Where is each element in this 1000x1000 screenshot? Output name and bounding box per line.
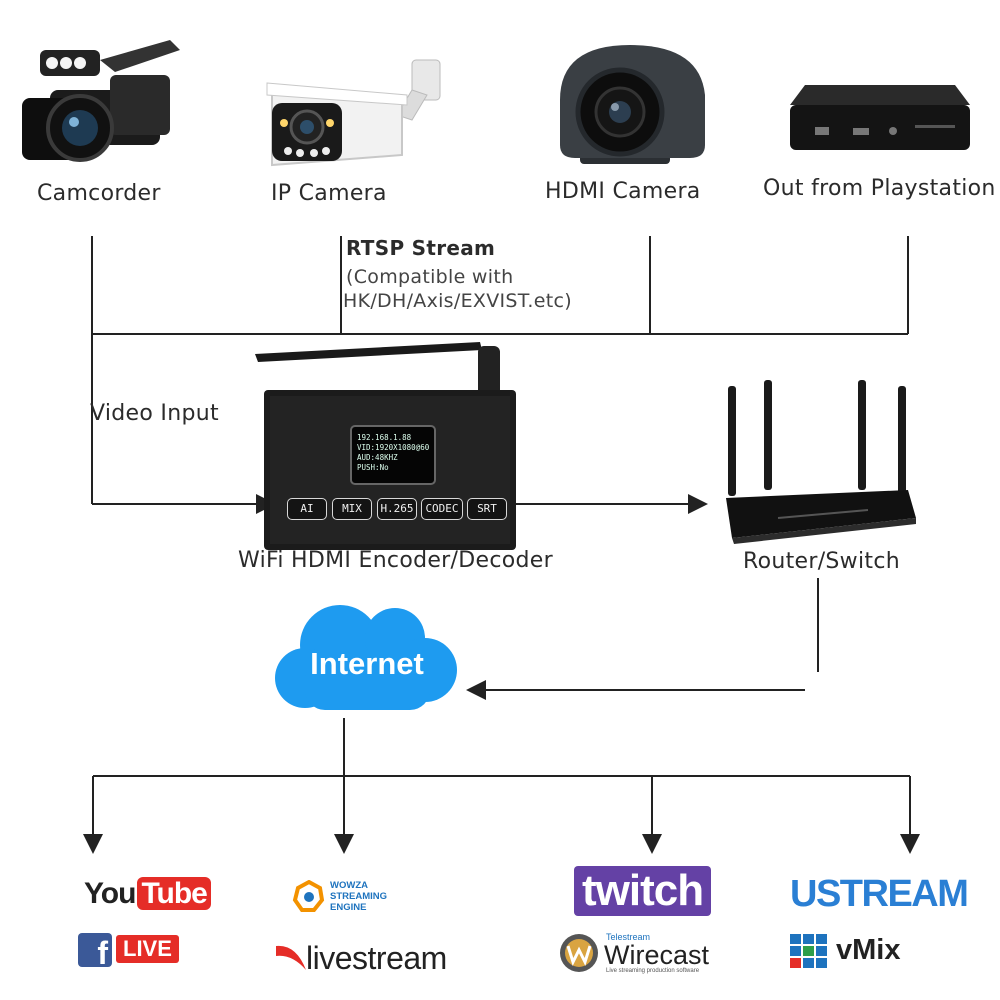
rtsp-compat-line2: HK/DH/Axis/EXVIST.etc) <box>343 290 572 312</box>
encoder-button-codec[interactable]: CODEC <box>421 498 463 520</box>
wirecast-logo: Wirecast <box>604 940 710 970</box>
oled-video: VID:1920X1080@60 <box>357 443 430 452</box>
wowza-icon <box>292 880 325 912</box>
facebook-icon: f <box>78 933 112 967</box>
encoder-label: WiFi HDMI Encoder/Decoder <box>238 548 553 573</box>
livestream-icon <box>276 945 306 970</box>
playstation-box-image <box>790 85 970 150</box>
wowza-text-3: ENGINE <box>330 902 367 913</box>
rtsp-compat-line1: (Compatible with <box>346 266 514 288</box>
vmix-icon <box>790 934 827 968</box>
internet-label: Internet <box>310 646 424 681</box>
encoder-oled-screen: 192.168.1.88 VID:1920X1080@60 AUD:48KHZ … <box>350 425 436 485</box>
wowza-text-1: WOWZA <box>330 880 368 891</box>
twitch-logo: twitch <box>574 866 712 916</box>
video-input-label: Video Input <box>90 401 219 426</box>
hdmi-camera-label: HDMI Camera <box>545 179 701 204</box>
ip-camera-image <box>266 59 441 167</box>
oled-push: PUSH:No <box>357 463 389 472</box>
wowza-logo-text: WOWZA STREAMING ENGINE <box>330 880 387 913</box>
router-label: Router/Switch <box>743 549 900 574</box>
oled-audio: AUD:48KHZ <box>357 453 398 462</box>
oled-ip: 192.168.1.88 <box>357 433 412 442</box>
wowza-text-2: STREAMING <box>330 891 387 902</box>
wirecast-brand: Telestream <box>606 932 651 942</box>
wirecast-tagline: Live streaming production software <box>606 968 700 974</box>
youtube-tube: Tube <box>137 877 211 910</box>
camcorder-label: Camcorder <box>37 181 161 206</box>
encoder-button-mix[interactable]: MIX <box>332 498 372 520</box>
camcorder-image <box>22 40 180 162</box>
internet-cloud-icon <box>275 605 457 710</box>
ustream-logo: USTREAM <box>790 873 969 915</box>
ip-camera-label: IP Camera <box>271 181 387 206</box>
youtube-you: You <box>84 877 136 910</box>
playstation-label: Out from Playstation <box>763 176 996 201</box>
hdmi-camera-image <box>560 45 705 164</box>
router-image <box>726 380 916 544</box>
livestream-logo: livestream <box>306 940 447 976</box>
encoder-button-ai[interactable]: AI <box>287 498 327 520</box>
vmix-logo: vMix <box>836 934 901 966</box>
facebook-live-badge: LIVE <box>116 935 179 963</box>
rtsp-title: RTSP Stream <box>346 236 496 260</box>
encoder-button-h265[interactable]: H.265 <box>377 498 417 520</box>
encoder-button-srt[interactable]: SRT <box>467 498 507 520</box>
wirecast-icon <box>560 934 598 972</box>
